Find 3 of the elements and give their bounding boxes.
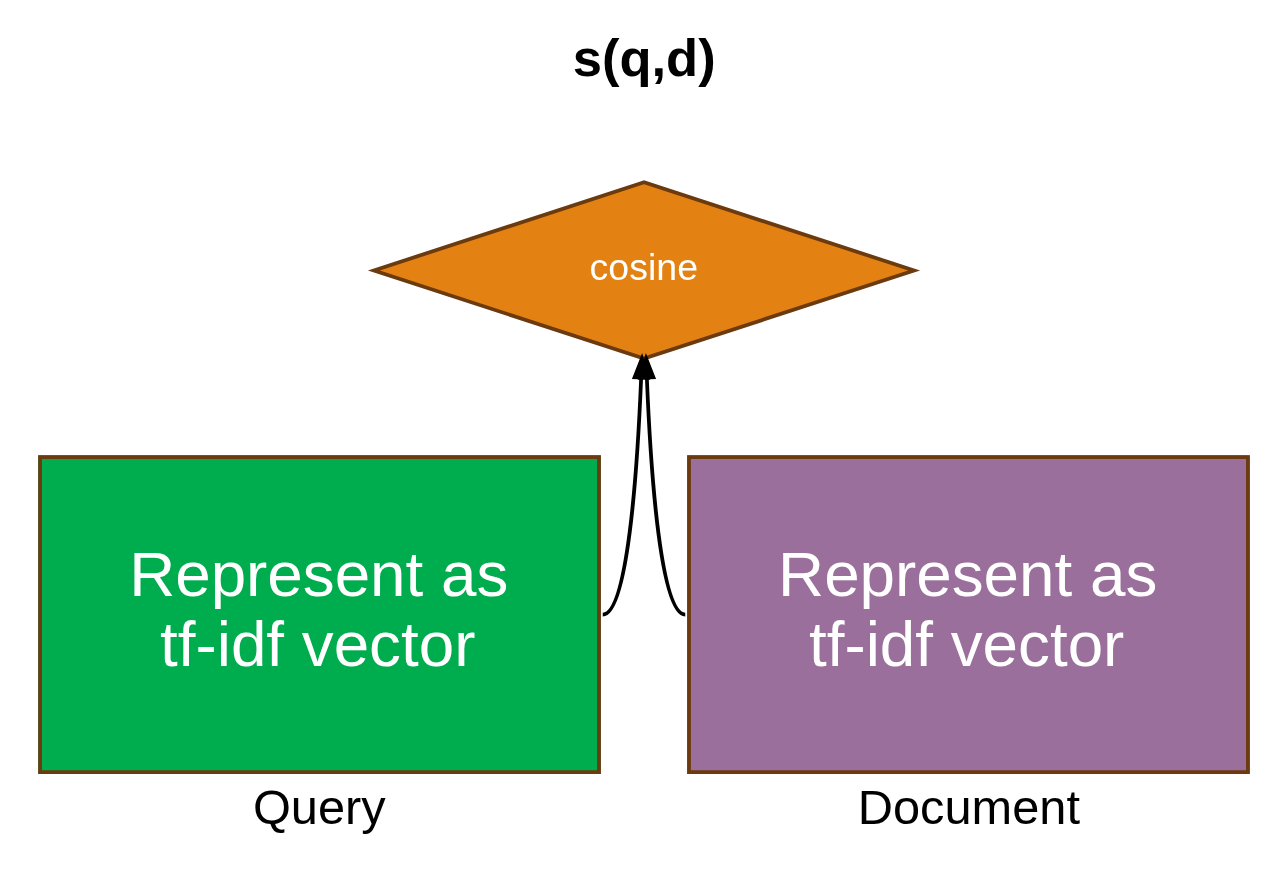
node-label: Document (857, 780, 1080, 835)
node-label: Query (252, 780, 386, 835)
node-label: s(q,d) (572, 28, 716, 88)
